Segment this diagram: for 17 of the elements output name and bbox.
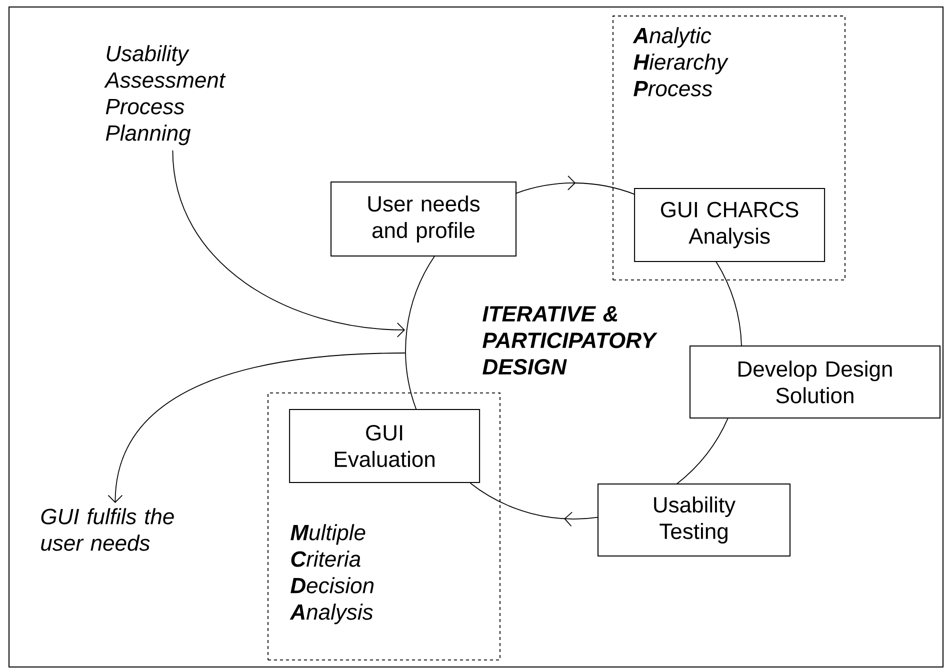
- process-box: GUI Evaluation: [289, 409, 480, 484]
- process-box: Develop Design Solution: [690, 345, 940, 418]
- annotation-text: GUI fulfils the user needs: [41, 508, 174, 551]
- group-label: Multiple Criteria Decision Analysis: [290, 524, 374, 624]
- connector-line: [716, 261, 742, 346]
- process-box: GUI CHARCS Analysis: [634, 188, 826, 262]
- connector-line: [676, 418, 728, 484]
- center-label: ITERATIVE & PARTICIPATORY DESIGN: [482, 306, 658, 375]
- dashed-group-box: [268, 392, 500, 660]
- connector-line: [405, 255, 436, 410]
- process-box: Usability Testing: [598, 483, 790, 556]
- dashed-group-box: [612, 16, 846, 280]
- arrow: [172, 150, 405, 338]
- arrow: [108, 352, 406, 503]
- group-label: Analytic Hierarchy Process: [632, 27, 728, 96]
- process-box: User needs and profile: [330, 182, 516, 256]
- annotation-text: Usability Assessment Process Planning: [104, 45, 226, 146]
